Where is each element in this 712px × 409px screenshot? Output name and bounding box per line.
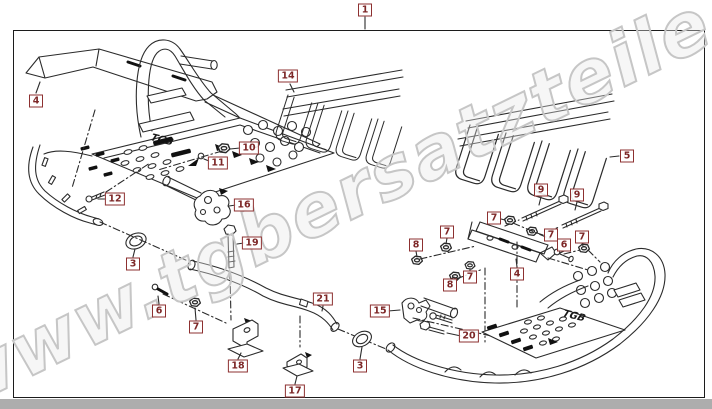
diagram-border — [13, 30, 705, 398]
part-label-1: 1 — [358, 3, 372, 17]
bottom-gray-bar — [0, 399, 712, 409]
